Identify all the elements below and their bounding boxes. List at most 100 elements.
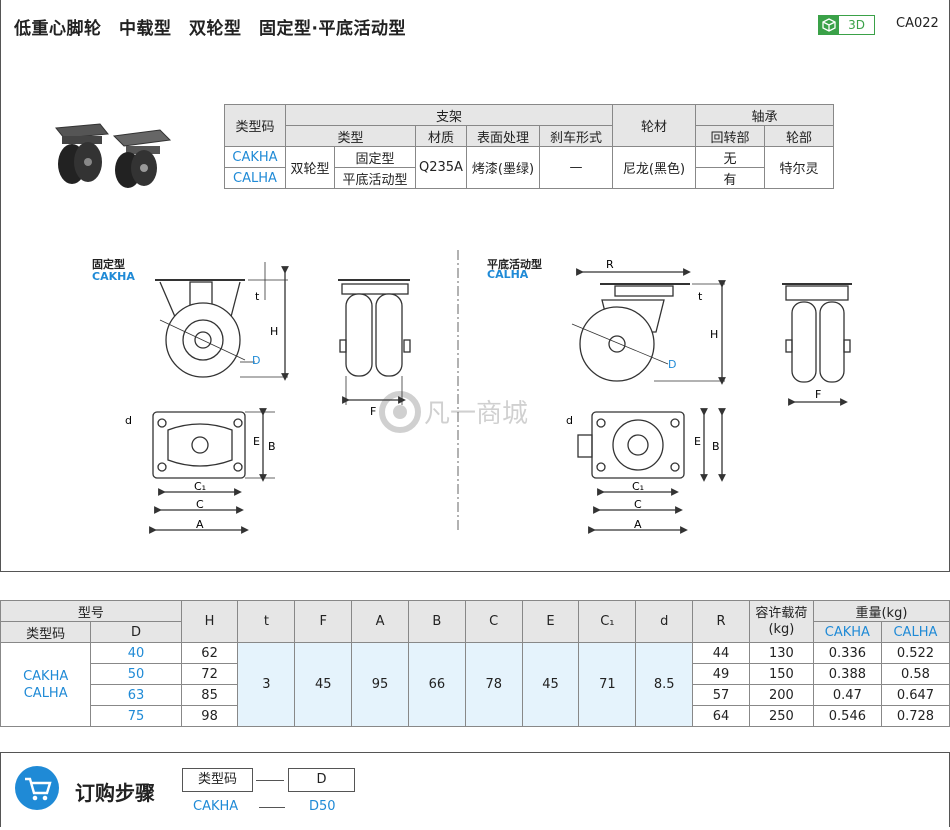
dim-header-r: R bbox=[692, 600, 750, 643]
3d-label: 3D bbox=[848, 18, 865, 32]
dim-w1-row4: 0.546 bbox=[812, 705, 882, 727]
dim-header-f: F bbox=[294, 600, 353, 643]
spec-brake-value: — bbox=[539, 146, 613, 189]
dim-t-fixed: t bbox=[255, 290, 260, 303]
spec-header-wheel-part: 轮部 bbox=[764, 125, 834, 147]
dim-a-value: 95 bbox=[351, 642, 409, 727]
dim-d-75: 75 bbox=[90, 705, 182, 727]
dim-t-swivel: t bbox=[698, 290, 703, 303]
dim-header-b: B bbox=[407, 600, 466, 643]
spec-subtype-swivel: 平底活动型 bbox=[334, 167, 416, 189]
dim-f-value: 45 bbox=[294, 642, 353, 727]
order-connector bbox=[256, 780, 284, 781]
cube-icon bbox=[819, 16, 839, 34]
dim-load-250: 250 bbox=[748, 705, 814, 727]
dim-header-d-small: d bbox=[635, 600, 694, 643]
spec-material-value: Q235A bbox=[415, 146, 467, 189]
dim-c-fixed: C bbox=[196, 498, 204, 511]
dim-w2-row4: 0.728 bbox=[880, 705, 950, 727]
order-box-d: D bbox=[288, 768, 355, 792]
dim-a-fixed: A bbox=[196, 518, 204, 531]
spec-swivel-yes: 有 bbox=[695, 167, 765, 189]
spec-code-calha: CALHA bbox=[224, 167, 286, 189]
page-title: 低重心脚轮 中载型 双轮型 固定型·平底活动型 bbox=[14, 19, 406, 39]
dim-r-64: 64 bbox=[692, 705, 750, 727]
dim-load-200: 200 bbox=[748, 684, 814, 706]
dim-d-50: 50 bbox=[90, 663, 182, 685]
dim-d-63: 63 bbox=[90, 684, 182, 706]
dim-e-value: 45 bbox=[521, 642, 580, 727]
spec-swivel-none: 无 bbox=[695, 146, 765, 168]
dim-d-40: 40 bbox=[90, 642, 182, 664]
dim-w1-row3: 0.47 bbox=[812, 684, 882, 706]
dim-w2-row1: 0.522 bbox=[880, 642, 950, 664]
technical-drawings: 凡一商城 t H D F bbox=[125, 250, 852, 534]
dim-header-t: t bbox=[237, 600, 296, 643]
dim-h-fixed: H bbox=[270, 325, 278, 338]
order-steps-panel: 订购步骤 类型码 D CAKHA D50 bbox=[0, 752, 950, 827]
order-example-d: D50 bbox=[309, 799, 336, 814]
dim-f-fixed: F bbox=[370, 405, 376, 418]
dimension-table: 型号 H t F A B C E C₁ d R 容许载荷 (kg) 重量(kg)… bbox=[0, 600, 950, 727]
dim-r-44: 44 bbox=[692, 642, 750, 664]
dim-c1-value: 71 bbox=[578, 642, 637, 727]
order-example-code: CAKHA bbox=[193, 799, 239, 814]
spec-subtype-fixed: 固定型 bbox=[334, 146, 416, 168]
swivel-type-code: CALHA bbox=[487, 268, 529, 281]
dim-header-weight-calha: CALHA bbox=[880, 621, 950, 643]
cart-icon bbox=[15, 766, 59, 810]
photo-swivel-caster bbox=[112, 129, 172, 188]
dim-d-small-value: 8.5 bbox=[635, 642, 694, 727]
dim-r-49: 49 bbox=[692, 663, 750, 685]
spec-header-bracket: 支架 bbox=[285, 104, 613, 126]
watermark: 凡一商城 bbox=[379, 391, 528, 433]
fixed-side-view bbox=[155, 262, 289, 381]
fixed-type-label: 固定型 bbox=[92, 258, 125, 271]
swivel-side-view bbox=[571, 268, 726, 385]
dim-c1-fixed: C₁ bbox=[194, 480, 206, 493]
swivel-front-view bbox=[782, 283, 852, 406]
order-example-connector bbox=[259, 807, 285, 808]
fixed-top-view bbox=[149, 408, 275, 534]
spec-table: 类型码 支架 轮材 轴承 类型 材质 表面处理 刹车形式 回转部 轮部 CAKH… bbox=[224, 104, 834, 189]
dim-header-weight: 重量(kg) bbox=[812, 600, 950, 622]
dim-d-small-fixed: d bbox=[125, 414, 132, 427]
spec-header-swivel: 回转部 bbox=[695, 125, 765, 147]
spec-header-brake: 刹车形式 bbox=[539, 125, 613, 147]
dim-header-a: A bbox=[351, 600, 409, 643]
dim-load-150: 150 bbox=[748, 663, 814, 685]
3d-model-button[interactable]: 3D bbox=[818, 15, 875, 35]
swivel-top-view bbox=[577, 408, 726, 534]
dim-b-fixed: B bbox=[268, 440, 276, 453]
product-code: CA022 bbox=[896, 16, 939, 31]
dim-h-85: 85 bbox=[180, 684, 239, 706]
dim-header-load: 容许载荷 (kg) bbox=[748, 600, 814, 643]
dim-load-130: 130 bbox=[748, 642, 814, 664]
dim-h-swivel: H bbox=[710, 328, 718, 341]
spec-surface-value: 烤漆(墨绿) bbox=[466, 146, 540, 189]
dim-d-fixed: D bbox=[252, 354, 260, 367]
spec-header-material: 材质 bbox=[415, 125, 467, 147]
spec-header-surface: 表面处理 bbox=[466, 125, 540, 147]
spec-header-bearing: 轴承 bbox=[695, 104, 834, 126]
dim-a-swivel: A bbox=[634, 518, 642, 531]
dim-b-swivel: B bbox=[712, 440, 720, 453]
dim-w1-row1: 0.336 bbox=[812, 642, 882, 664]
dim-r-swivel: R bbox=[606, 258, 614, 271]
spec-header-type: 类型 bbox=[285, 125, 416, 147]
dim-w2-row3: 0.647 bbox=[880, 684, 950, 706]
dim-f-swivel: F bbox=[815, 388, 821, 401]
watermark-text: 凡一商城 bbox=[424, 399, 528, 429]
fixed-front-view bbox=[338, 279, 411, 405]
dim-c-swivel: C bbox=[634, 498, 642, 511]
order-box-type-code: 类型码 bbox=[182, 768, 253, 792]
spec-header-wheel-material: 轮材 bbox=[612, 104, 696, 147]
dim-type-codes: CAKHA CALHA bbox=[0, 642, 92, 727]
dim-c-value: 78 bbox=[464, 642, 523, 727]
dim-d-small-swivel: d bbox=[566, 414, 573, 427]
dim-c1-swivel: C₁ bbox=[632, 480, 644, 493]
dim-h-62: 62 bbox=[180, 642, 239, 664]
dim-header-weight-cakha: CAKHA bbox=[812, 621, 882, 643]
photo-fixed-caster bbox=[55, 123, 109, 184]
dim-header-d: D bbox=[90, 621, 182, 643]
